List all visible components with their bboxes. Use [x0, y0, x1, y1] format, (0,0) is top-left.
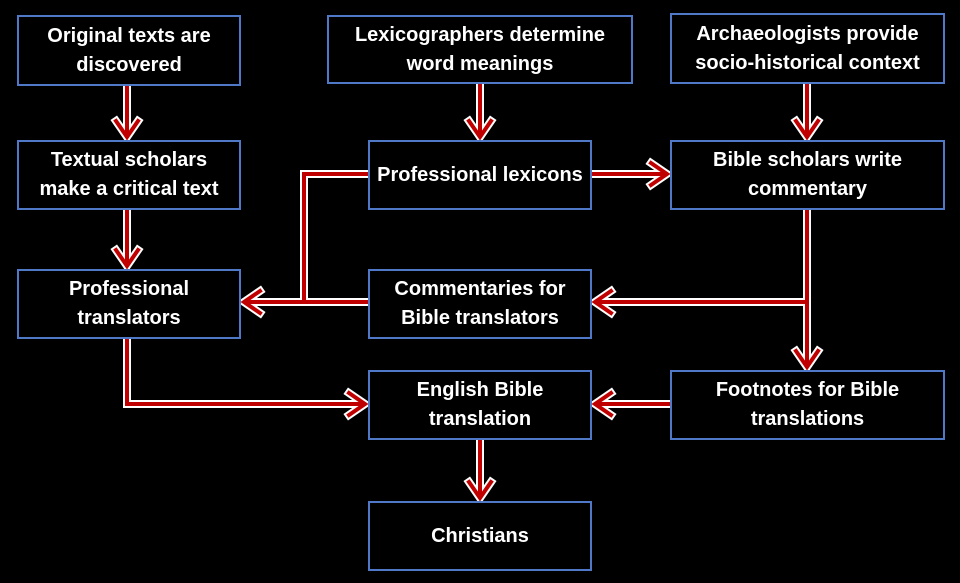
- node-christians: Christians: [368, 501, 592, 571]
- node-english-bible-label: English Bible translation: [416, 379, 544, 430]
- arrow-footnotes-to-bible-head: [591, 390, 614, 418]
- node-bible-scholars: Bible scholars write commentary: [670, 140, 945, 210]
- node-professional-lexicons-label: Professional lexicons: [377, 163, 583, 186]
- node-english-bible: English Bible translation: [368, 370, 592, 440]
- arrow-lexicons-to-translators: [302, 172, 368, 302]
- arrow-scholars-down-head: [793, 348, 821, 371]
- node-professional-translators: Professional translators: [17, 269, 241, 339]
- node-original-texts-label: Original texts are discovered: [47, 24, 211, 76]
- arrow-bible-to-christians-head: [466, 479, 494, 502]
- node-textual-scholars: Textual scholars make a critical text: [17, 140, 241, 210]
- node-commentaries: Commentaries for Bible translators: [368, 269, 592, 339]
- node-christians-label: Christians: [431, 524, 529, 547]
- arrow-scholars-to-commentaries-head: [591, 288, 614, 316]
- node-professional-lexicons: Professional lexicons: [368, 140, 592, 210]
- arrow-translators-to-bible-outline: [123, 339, 365, 408]
- node-bible-scholars-label: Bible scholars write commentary: [713, 149, 902, 200]
- node-professional-translators-label: Professional translators: [68, 278, 190, 329]
- arrow-lexicographers-to-lexicons-head: [466, 118, 494, 141]
- node-commentaries-label: Commentaries for Bible translators: [394, 278, 566, 329]
- arrow-commentaries-to-translators-head: [240, 288, 263, 316]
- arrow-archaeologists-to-scholars-head: [793, 118, 821, 141]
- node-archaeologists-label: Archaeologists provide socio-historical …: [695, 22, 920, 74]
- node-footnotes: Footnotes for Bible translations: [670, 370, 945, 440]
- node-lexicographers: Lexicographers determine word meanings: [327, 15, 633, 84]
- arrow-translators-to-bible: [125, 339, 365, 406]
- arrow-lexicons-to-scholars-head: [648, 160, 671, 188]
- node-archaeologists: Archaeologists provide socio-historical …: [670, 13, 945, 84]
- node-original-texts: Original texts are discovered: [17, 15, 241, 86]
- arrow-translators-to-bible-head: [346, 390, 369, 418]
- arrow-lexicons-to-translators-outline: [300, 170, 368, 302]
- node-lexicographers-label: Lexicographers determine word meanings: [354, 23, 606, 75]
- node-textual-scholars-label: Textual scholars make a critical text: [39, 149, 219, 200]
- node-footnotes-label: Footnotes for Bible translations: [715, 379, 900, 430]
- arrow-textual-to-translators-head: [113, 247, 141, 270]
- arrow-original-to-textual-head: [113, 118, 141, 141]
